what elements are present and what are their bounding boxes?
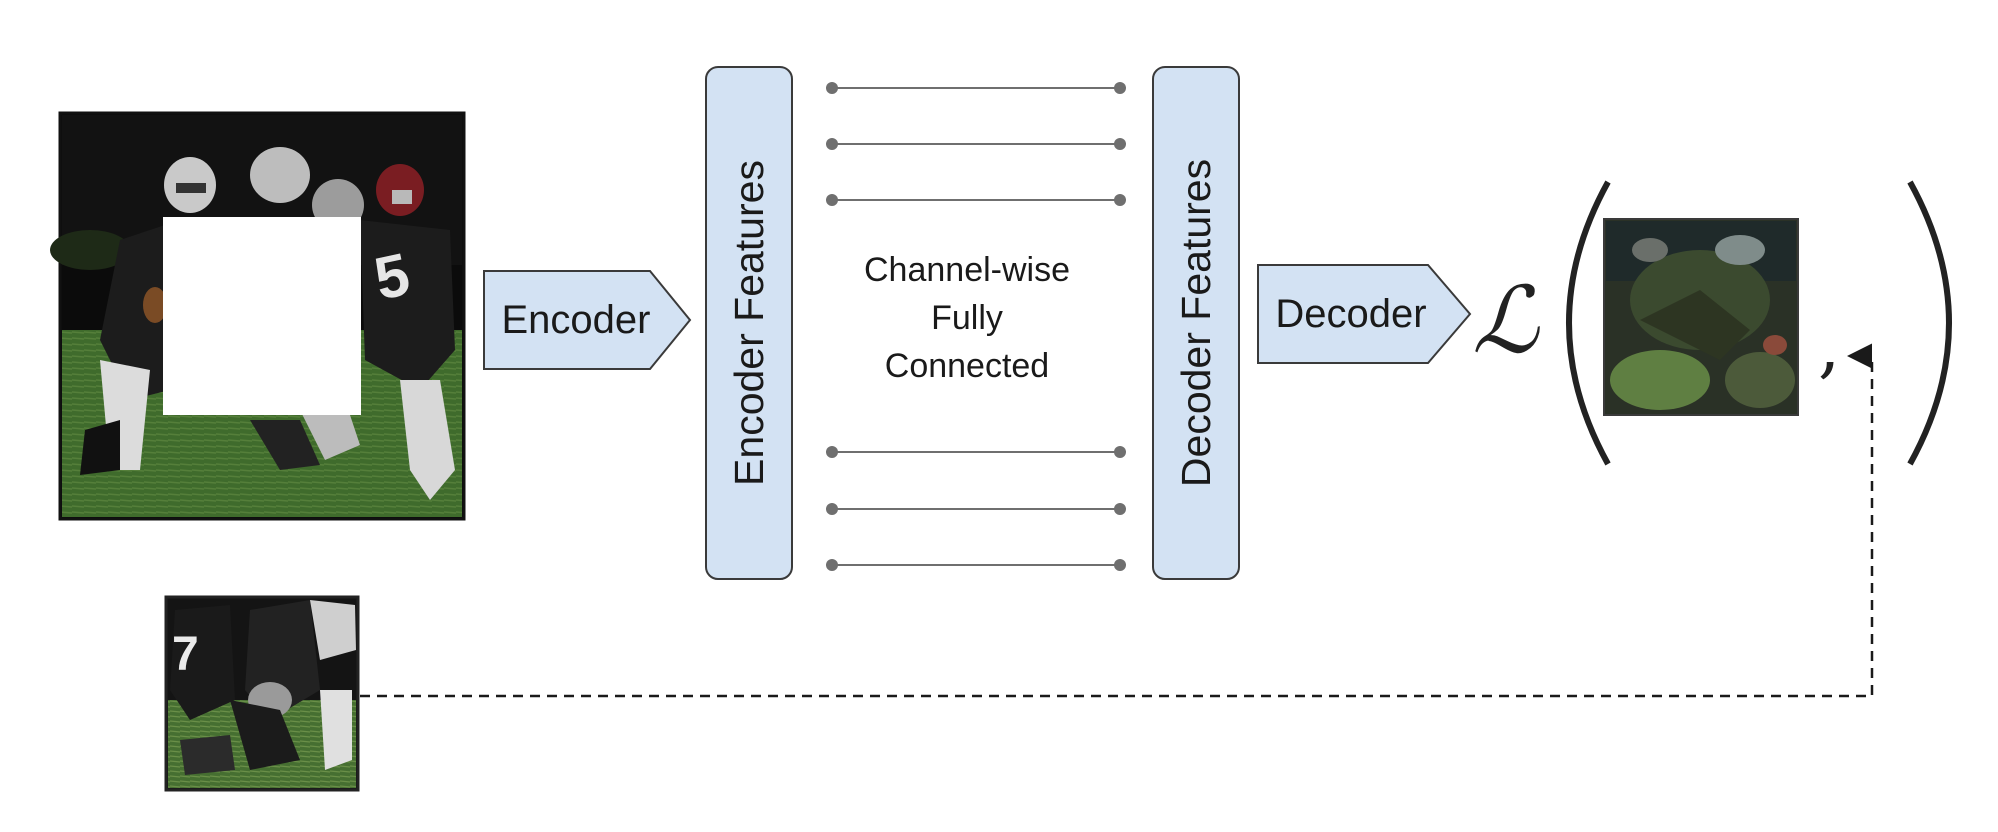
fc-label-line-1: Channel-wise [864, 251, 1070, 289]
reconstructed-patch [1603, 218, 1799, 416]
loss-symbol: ℒ [1472, 267, 1540, 374]
comma: , [1818, 305, 1840, 387]
connection-line [826, 194, 1126, 206]
encoder-arrow-label: Encoder [502, 298, 651, 342]
ground-truth-connector [360, 343, 1874, 698]
input-image: 5 [50, 111, 466, 521]
svg-text:7: 7 [172, 628, 199, 681]
ground-truth-patch: 7 [164, 595, 360, 792]
encoder-features-label: Encoder Features [726, 160, 772, 486]
decoder-arrow: Decoder [1257, 264, 1472, 364]
connection-line [826, 138, 1126, 150]
connection-line [826, 446, 1126, 458]
connection-line [826, 503, 1126, 515]
decoder-arrow-label: Decoder [1275, 292, 1426, 336]
fc-label-line-3: Connected [885, 347, 1049, 385]
left-parenthesis [1566, 180, 1611, 466]
connection-line [826, 82, 1126, 94]
encoder-arrow: Encoder [483, 270, 692, 370]
channel-connections: Channel-wise Fully Connected [826, 82, 1126, 571]
connection-line [826, 559, 1126, 571]
decoder-features-label: Decoder Features [1173, 159, 1219, 487]
encoder-features-box: Encoder Features [705, 66, 793, 580]
fc-label-line-2: Fully [931, 299, 1003, 337]
mask-region [163, 217, 361, 415]
decoder-features-box: Decoder Features [1152, 66, 1240, 580]
right-parenthesis [1907, 180, 1952, 466]
